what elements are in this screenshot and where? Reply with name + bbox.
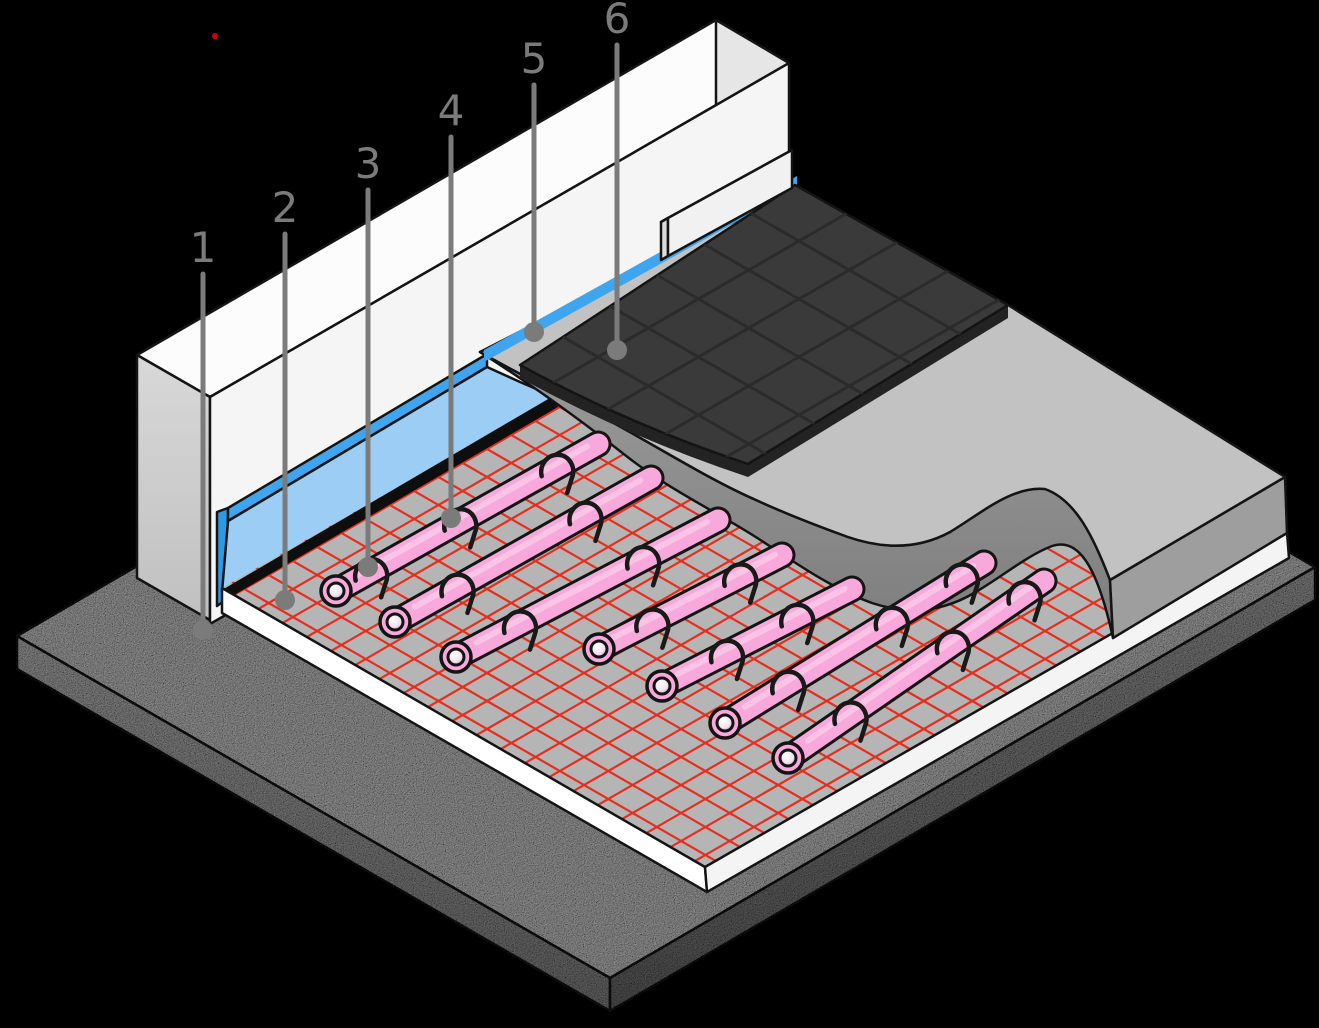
pipe-clip (624, 544, 662, 588)
heating-pipe (439, 506, 732, 674)
pipe-clip (567, 500, 604, 544)
callout-1-number: 1 (190, 223, 217, 272)
pipe-clip (538, 452, 576, 496)
pipe-clip (934, 629, 972, 673)
wall-base-shadow (222, 395, 558, 602)
pipe-clip (943, 562, 981, 605)
insulation-edge-front-right (703, 531, 1291, 894)
callout-5-dot (524, 322, 544, 342)
callout-5-number: 5 (521, 34, 548, 83)
callout-3-number: 3 (355, 139, 382, 188)
pipe-clip (832, 700, 869, 743)
callout-4: 4 (438, 86, 465, 528)
pipe-clip (769, 669, 807, 713)
heating-pipe (378, 464, 665, 639)
pipe-clip (501, 609, 539, 652)
heating-pipe (319, 430, 612, 608)
callout-6-number: 6 (604, 0, 631, 43)
callouts: 1 2 3 4 5 6 (190, 0, 631, 640)
callout-6: 6 (604, 0, 631, 360)
pipe-clip (721, 562, 759, 605)
pipe-clip (873, 605, 911, 649)
pipe-clip (708, 638, 746, 682)
callout-3-dot (358, 557, 378, 577)
callout-4-dot (441, 508, 461, 528)
callout-2: 2 (272, 183, 299, 610)
pipe-clip (634, 607, 671, 650)
pipe-clip (1006, 579, 1043, 623)
skirting-board (659, 148, 794, 262)
callout-6-dot (607, 340, 627, 360)
heating-pipe (708, 549, 998, 740)
wall-left-end-face (135, 353, 212, 622)
heating-pipes (319, 430, 1058, 775)
heating-pipe (771, 567, 1058, 775)
red-speck (212, 33, 218, 39)
callout-2-dot (275, 590, 295, 610)
skirting-front-face (666, 148, 794, 258)
pipe-clip (439, 572, 476, 616)
callout-3: 3 (355, 139, 382, 577)
callout-1-dot (193, 620, 213, 640)
callout-1: 1 (190, 223, 217, 640)
tile-side-front-right (748, 305, 1008, 477)
heating-pipe (582, 541, 796, 666)
callout-4-number: 4 (438, 86, 465, 135)
callout-2-number: 2 (272, 183, 299, 232)
heating-pipe (645, 575, 866, 703)
concrete-slab-front-right-face (608, 565, 1317, 1013)
callout-5: 5 (521, 34, 548, 342)
pipe-clip (779, 602, 816, 646)
